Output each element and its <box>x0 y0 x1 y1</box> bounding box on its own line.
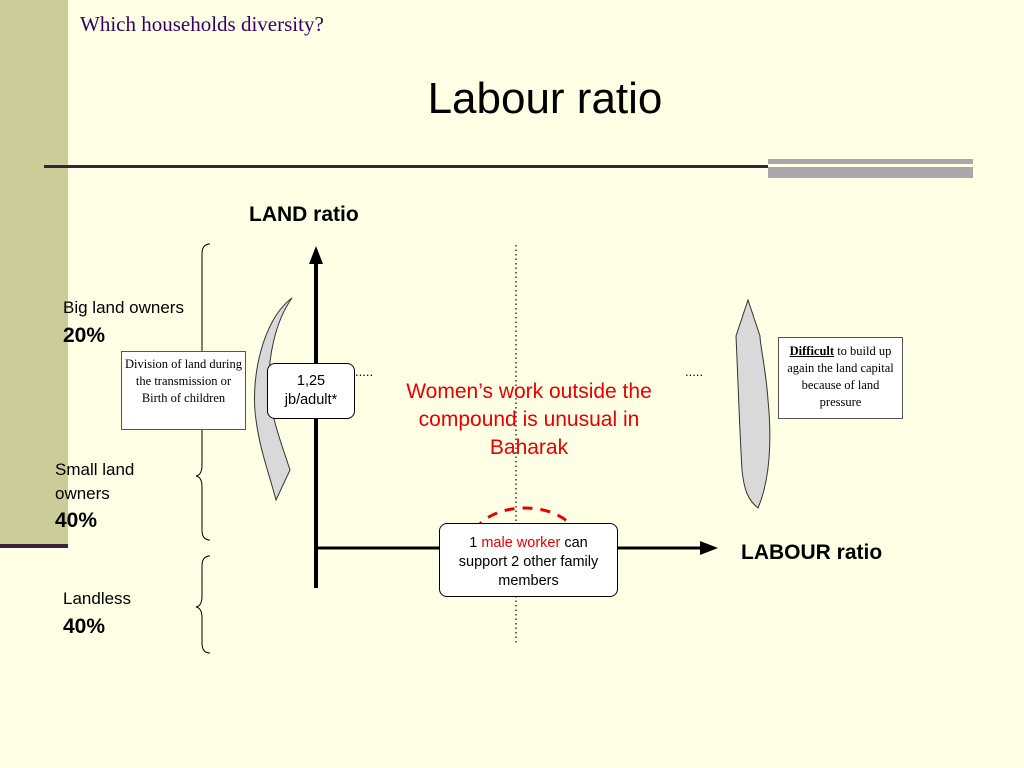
worker-box: 1 male worker can support 2 other family… <box>439 523 618 597</box>
group-pct-big-land-owners: 20% <box>63 324 106 347</box>
group-pct-small-land-owners: 40% <box>55 509 98 532</box>
brace-small-land-owners <box>195 414 211 541</box>
curved-arrow-left <box>254 297 293 502</box>
worker-box-pre: 1 <box>469 535 482 551</box>
group-label-small-land-owners-line1: Small land <box>55 460 135 479</box>
slide-topic: Which households diversity? <box>80 12 324 36</box>
group-label-landless: Landless <box>63 589 132 608</box>
brace-landless <box>195 555 211 654</box>
ratio-box: 1,25 jb/adult* <box>267 363 355 419</box>
curved-arrow-right <box>735 298 771 509</box>
y-axis-arrowhead <box>309 246 323 264</box>
sidebar-underline <box>0 544 68 548</box>
slide-title: Labour ratio <box>427 74 663 123</box>
dots-left: ..... <box>355 364 374 379</box>
right-note-box: Difficult to build up again the land cap… <box>778 337 903 419</box>
right-note-text: to build up again the land capital becau… <box>787 344 894 409</box>
dots-right: ..... <box>685 364 704 379</box>
center-statement: Women’s work outside the compound is unu… <box>406 380 652 459</box>
sidebar-band <box>0 0 68 548</box>
y-axis-label: LAND ratio <box>249 203 359 226</box>
group-pct-landless: 40% <box>63 615 106 638</box>
worker-box-highlight: male worker <box>481 535 561 551</box>
group-label-big-land-owners: Big land owners <box>63 298 184 317</box>
group-label-small-land-owners-line2: owners <box>55 484 110 503</box>
ratio-box-line1: 1,25 <box>296 373 326 389</box>
worker-box-post: can support 2 other family members <box>458 535 599 589</box>
title-rule-bar <box>768 159 973 178</box>
left-note-box: Division of land during the transmission… <box>121 351 246 430</box>
right-note-emphasis: Difficult <box>789 344 835 358</box>
x-axis-arrowhead <box>700 541 718 555</box>
x-axis-label: LABOUR ratio <box>741 541 883 564</box>
ratio-box-line2: jb/adult* <box>284 392 338 408</box>
title-rule <box>44 165 784 168</box>
